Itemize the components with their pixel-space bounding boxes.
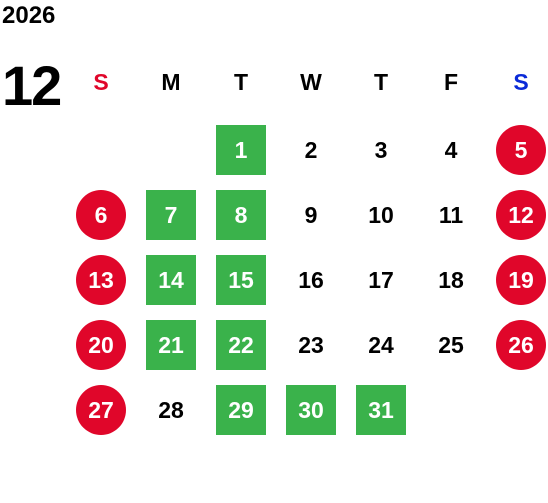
weekday-label: S bbox=[513, 69, 529, 95]
calendar-day[interactable]: 17 bbox=[368, 266, 394, 293]
highlighted-day[interactable]: 15 bbox=[216, 255, 266, 305]
calendar-day[interactable]: 3 bbox=[374, 136, 388, 163]
holiday-day[interactable]: 26 bbox=[496, 320, 546, 370]
month-number: 12 bbox=[2, 54, 62, 117]
highlighted-day[interactable]: 1 bbox=[216, 125, 266, 175]
highlighted-day[interactable]: 22 bbox=[216, 320, 266, 370]
year-label: 2026 bbox=[2, 2, 56, 29]
weekday-label: F bbox=[443, 69, 459, 95]
highlighted-day[interactable]: 31 bbox=[356, 385, 406, 435]
holiday-day[interactable]: 13 bbox=[76, 255, 126, 305]
weekday-label: T bbox=[373, 69, 389, 95]
calendar-day[interactable]: 10 bbox=[368, 201, 394, 228]
highlighted-day[interactable]: 14 bbox=[146, 255, 196, 305]
calendar-day[interactable]: 11 bbox=[438, 201, 464, 228]
calendar-day[interactable]: 4 bbox=[444, 136, 458, 163]
calendar-day[interactable]: 28 bbox=[158, 396, 184, 423]
weekday-label: S bbox=[93, 69, 109, 95]
calendar-day[interactable]: 2 bbox=[304, 136, 318, 163]
highlighted-day[interactable]: 21 bbox=[146, 320, 196, 370]
weekday-label: W bbox=[300, 69, 322, 95]
highlighted-day[interactable]: 7 bbox=[146, 190, 196, 240]
calendar-day[interactable]: 23 bbox=[298, 331, 324, 358]
holiday-day[interactable]: 6 bbox=[76, 190, 126, 240]
holiday-day[interactable]: 12 bbox=[496, 190, 546, 240]
calendar-day[interactable]: 9 bbox=[304, 201, 318, 228]
holiday-day[interactable]: 19 bbox=[496, 255, 546, 305]
calendar-day[interactable]: 16 bbox=[298, 266, 324, 293]
holiday-day[interactable]: 5 bbox=[496, 125, 546, 175]
weekday-label: T bbox=[233, 69, 249, 95]
calendar-day[interactable]: 25 bbox=[438, 331, 464, 358]
weekday-label: M bbox=[161, 69, 181, 95]
holiday-day[interactable]: 27 bbox=[76, 385, 126, 435]
calendar-day[interactable]: 24 bbox=[368, 331, 394, 358]
highlighted-day[interactable]: 29 bbox=[216, 385, 266, 435]
highlighted-day[interactable]: 30 bbox=[286, 385, 336, 435]
highlighted-day[interactable]: 8 bbox=[216, 190, 266, 240]
holiday-day[interactable]: 20 bbox=[76, 320, 126, 370]
calendar-day[interactable]: 18 bbox=[438, 266, 464, 293]
